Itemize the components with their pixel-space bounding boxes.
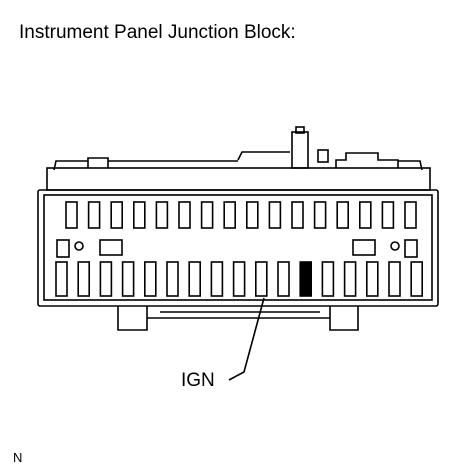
terminal	[178, 201, 191, 229]
terminal	[99, 261, 113, 297]
terminal	[77, 261, 90, 297]
terminal	[343, 261, 357, 297]
terminal	[110, 201, 123, 229]
connector-housing	[37, 126, 439, 331]
terminal	[166, 261, 179, 297]
ign-leader-line	[228, 297, 265, 381]
terminal	[188, 261, 201, 297]
terminal	[200, 201, 214, 229]
terminal	[155, 201, 169, 229]
ign-terminal	[299, 261, 313, 297]
terminal	[291, 201, 304, 229]
ign-callout-label: IGN	[181, 370, 215, 391]
terminal	[388, 261, 401, 297]
terminal	[410, 261, 424, 297]
terminal	[232, 261, 246, 297]
terminal	[358, 201, 372, 229]
terminal	[246, 201, 259, 229]
terminal	[336, 201, 350, 229]
terminal	[268, 201, 282, 229]
terminal	[381, 201, 395, 229]
terminal	[404, 201, 417, 229]
terminal	[223, 201, 236, 229]
terminal	[144, 261, 157, 297]
top-terminal-row	[65, 201, 417, 229]
terminal	[121, 261, 135, 297]
corner-code: N	[13, 450, 23, 465]
terminal	[313, 201, 327, 229]
terminal	[87, 201, 101, 229]
terminal	[277, 261, 290, 297]
terminal	[65, 201, 78, 229]
terminal	[321, 261, 335, 297]
terminal	[55, 261, 68, 297]
terminal	[255, 261, 268, 297]
terminal	[133, 201, 146, 229]
terminal	[365, 261, 379, 297]
terminal	[210, 261, 224, 297]
bottom-terminal-row	[55, 261, 424, 297]
diagram-title: Instrument Panel Junction Block:	[19, 22, 296, 43]
